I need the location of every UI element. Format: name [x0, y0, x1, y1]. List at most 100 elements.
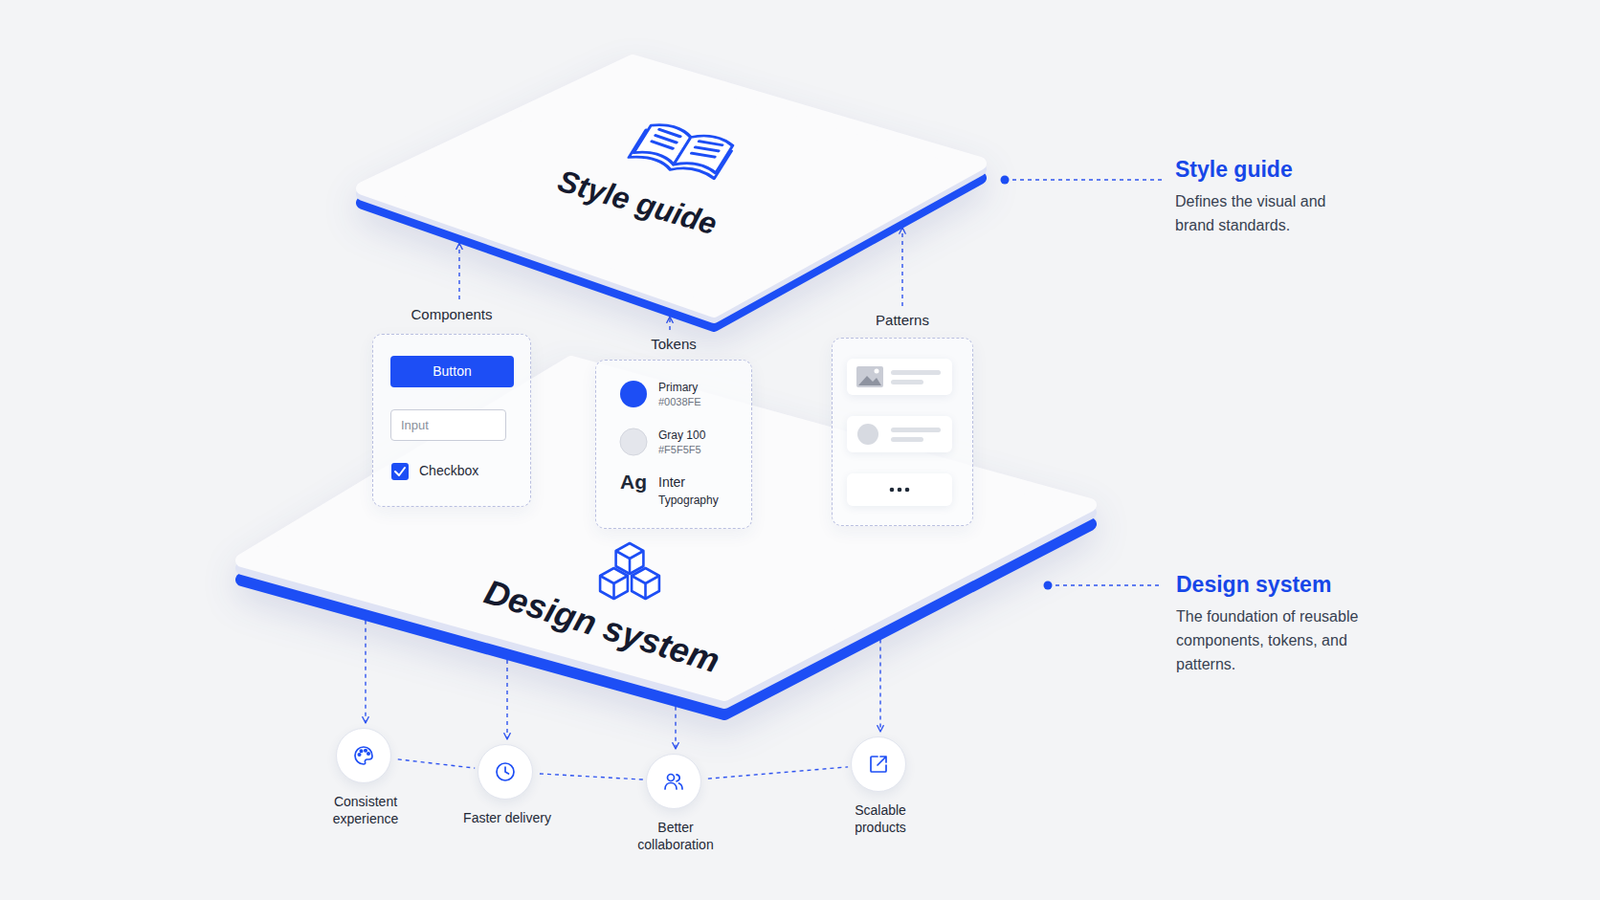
- card-art: [846, 416, 953, 453]
- connector: [364, 621, 366, 724]
- style-guide-slab: Style guide: [362, 61, 980, 326]
- clock-icon: [493, 760, 517, 784]
- benefit-circle: [335, 728, 392, 784]
- group-heading: Patterns: [831, 311, 974, 329]
- connector: [879, 640, 881, 733]
- card-art: [846, 473, 953, 507]
- token-name: Primary: [658, 380, 698, 395]
- leader-dot: [1000, 176, 1010, 185]
- users-icon: [662, 770, 686, 794]
- user-head: [667, 775, 675, 782]
- tokens-group: TokensPrimary#0038FE Gray 100#F5F5F5Ag Int…: [595, 334, 753, 530]
- book-line: [691, 151, 715, 159]
- image-placeholder: [856, 366, 884, 388]
- book-line: [694, 145, 718, 154]
- connector: [458, 243, 460, 300]
- callout-text: The foundation of reusable components, t…: [1176, 604, 1395, 677]
- connector: [901, 227, 903, 307]
- button-label: Button: [390, 363, 514, 379]
- cubes-icon: [600, 543, 660, 600]
- more-dot: [897, 488, 903, 493]
- button-component: Button: [390, 355, 514, 388]
- expand-arrow: [877, 756, 887, 766]
- group-heading: Components: [372, 306, 532, 323]
- text-bar: [890, 427, 941, 433]
- expand-frame: [870, 756, 887, 773]
- connector: [398, 759, 475, 769]
- palette-dot: [364, 750, 367, 753]
- pattern-card: [846, 416, 953, 453]
- benefit-node: Consistent experience: [320, 728, 411, 830]
- book-line: [698, 139, 722, 148]
- leader-dot: [1044, 581, 1053, 591]
- checkmark: [395, 467, 405, 476]
- callout-title: Style guide: [1175, 156, 1293, 183]
- color-swatch: [620, 428, 647, 456]
- cube: [600, 568, 628, 600]
- components-group: ButtonInput ComponentsCheckbox: [372, 304, 532, 508]
- benefit-circle: [645, 754, 702, 810]
- user-body: [665, 783, 677, 791]
- color-swatch: [620, 380, 647, 408]
- benefit-label: Better collaboration: [630, 819, 721, 854]
- callout-title: Design system: [1176, 572, 1332, 599]
- benefit-circle: [850, 736, 907, 793]
- leader-line: [1004, 178, 1162, 181]
- group-heading: Tokens: [595, 335, 753, 353]
- book-line: [654, 135, 678, 144]
- checkbox-label: Checkbox: [419, 463, 479, 479]
- avatar-placeholder: [857, 423, 879, 445]
- expand-icon: [866, 753, 890, 777]
- text-bar: [890, 370, 941, 376]
- input-component: Input: [390, 409, 507, 442]
- palette-shape: [355, 747, 373, 765]
- type-sample: Ag: [620, 470, 647, 494]
- callout-text: Defines the visual and brand standards.: [1175, 189, 1367, 238]
- cube-edge: [600, 576, 628, 600]
- benefit-node: Better collaboration: [630, 754, 721, 856]
- image-mountain: [858, 376, 882, 386]
- clock-hands: [505, 767, 510, 775]
- palette-dot: [359, 750, 362, 753]
- text-bar: [890, 379, 924, 385]
- input-placeholder: Input: [400, 418, 429, 433]
- palette-dot: [367, 753, 370, 756]
- image-sun: [874, 369, 880, 375]
- connector: [539, 774, 644, 780]
- benefit-node: Faster delivery: [462, 744, 553, 846]
- card-art: [846, 358, 953, 396]
- token-name: Inter: [658, 474, 686, 490]
- connector: [674, 707, 676, 750]
- text-bar: [890, 437, 924, 443]
- token-value: #F5F5F5: [658, 444, 702, 456]
- benefit-circle: [477, 744, 534, 800]
- book-line: [650, 141, 674, 150]
- connector: [668, 316, 670, 331]
- benefit-label: Scalable products: [835, 801, 926, 837]
- more-dot: [889, 488, 895, 493]
- more-dot: [905, 488, 911, 493]
- book-cover: [627, 130, 732, 181]
- book-line: [658, 129, 682, 137]
- checkbox-box: [391, 463, 409, 481]
- connector: [506, 660, 508, 740]
- checkbox-icon: [390, 462, 410, 482]
- benefit-node: Scalable products: [835, 736, 926, 839]
- benefit-label: Consistent experience: [320, 793, 411, 828]
- connector: [708, 767, 848, 779]
- palette-dot: [357, 754, 360, 756]
- clock-face: [496, 763, 514, 781]
- pattern-card: [846, 358, 953, 396]
- patterns-group: Patterns: [831, 311, 974, 527]
- book-icon: [627, 121, 737, 181]
- token-value: Typography: [658, 493, 719, 508]
- benefit-label: Faster delivery: [462, 809, 553, 827]
- cube-edge: [631, 576, 660, 600]
- user-second: [676, 775, 683, 790]
- palette-icon: [352, 744, 376, 768]
- token-name: Gray 100: [658, 428, 706, 443]
- slab-top: [362, 61, 980, 312]
- leader-line: [1047, 584, 1162, 587]
- token-value: #0038FE: [658, 396, 702, 408]
- pattern-card: [846, 473, 953, 507]
